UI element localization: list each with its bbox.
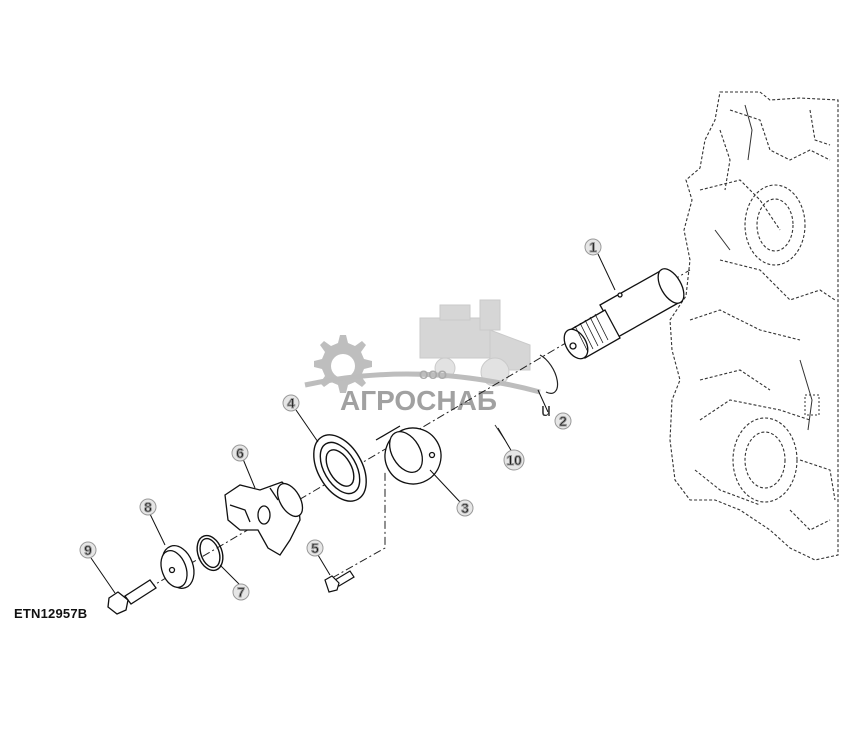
watermark-prefix: ООО (419, 368, 447, 382)
part-5-bolt (324, 570, 355, 593)
part-1-shaft (563, 268, 685, 360)
callout-7-label: 7 (237, 584, 245, 600)
callout-6: 6 (231, 444, 249, 462)
watermark: ООО АГРОСНАБ (304, 299, 541, 416)
callout-4: 4 (282, 394, 300, 412)
part-3-flange (375, 425, 442, 485)
callouts: 1 2 3 4 5 6 7 8 (79, 238, 602, 601)
transmission-housing (669, 91, 839, 561)
drawing-id-label: ETN12957B (14, 606, 88, 621)
callout-9: 9 (79, 541, 97, 559)
callout-4-label: 4 (287, 395, 295, 411)
callout-9-label: 9 (84, 542, 92, 558)
part-4-seal (313, 434, 367, 502)
callout-7: 7 (232, 583, 250, 601)
callout-10: 10 (503, 449, 525, 471)
part-7-o-ring (196, 534, 224, 572)
leader-lines (90, 253, 616, 594)
part-2-snap-ring (539, 354, 559, 394)
watermark-suffix: u (541, 400, 551, 420)
callout-5-label: 5 (311, 540, 319, 556)
callout-5: 5 (306, 539, 324, 557)
housing-details (714, 104, 820, 431)
watermark-company-name: АГРОСНАБ (340, 385, 497, 416)
callout-10-label: 10 (506, 452, 522, 468)
part-9-bolt (107, 579, 157, 615)
callout-1: 1 (584, 238, 602, 256)
callout-2: 2 (554, 412, 572, 430)
callout-1-label: 1 (589, 239, 597, 255)
callout-3: 3 (456, 499, 474, 517)
part-8-washer (160, 545, 195, 589)
callout-2-label: 2 (559, 413, 567, 429)
part-6-yoke (224, 481, 304, 556)
callout-6-label: 6 (236, 445, 244, 461)
callout-8-label: 8 (144, 499, 152, 515)
callout-8: 8 (139, 498, 157, 516)
callout-3-label: 3 (461, 500, 469, 516)
